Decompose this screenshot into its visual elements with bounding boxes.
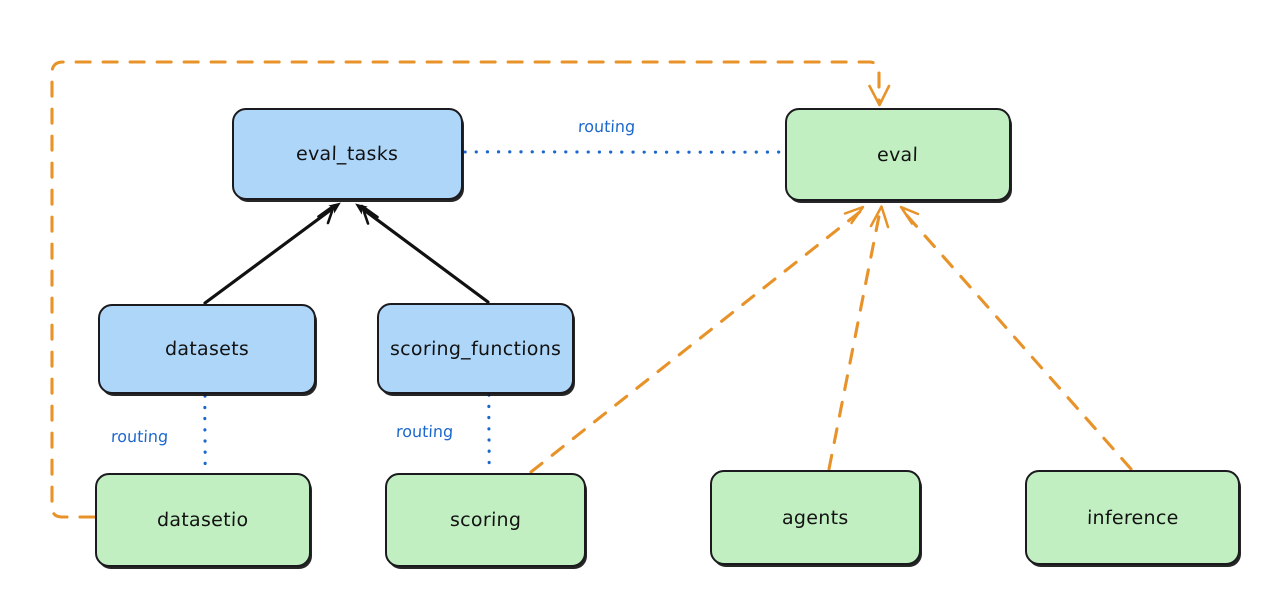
edge-inference-eval	[899, 205, 1133, 471]
edge-label-routing-left: routing	[110, 427, 169, 446]
node-label-agents: agents	[781, 506, 850, 529]
edge-label-routing-middle: routing	[395, 422, 454, 441]
node-label-scoring: scoring	[449, 509, 522, 531]
node-agents[interactable]: agents	[710, 470, 921, 565]
node-scoring-functions[interactable]: scoring_functions	[377, 303, 574, 394]
node-scoring[interactable]: scoring	[385, 473, 586, 567]
edge-agents-eval	[827, 205, 890, 471]
node-label-inference: inference	[1086, 506, 1179, 529]
node-label-eval-tasks: eval_tasks	[296, 143, 399, 165]
edge-label-routing-top: routing	[577, 117, 636, 136]
node-label-scoring-functions: scoring_functions	[389, 337, 562, 360]
node-eval[interactable]: eval	[785, 108, 1011, 201]
node-label-datasets: datasets	[164, 338, 250, 360]
node-inference[interactable]: inference	[1025, 470, 1240, 565]
edge-scoring_functions-eval_tasks	[355, 203, 490, 304]
edge-scoring-eval	[529, 205, 865, 474]
node-datasetio[interactable]: datasetio	[95, 473, 311, 567]
node-label-datasetio: datasetio	[156, 509, 250, 531]
node-datasets[interactable]: datasets	[98, 304, 316, 394]
edge-datasets-eval_tasks	[203, 202, 341, 305]
edge-datasetio-eval	[50, 60, 891, 519]
node-eval-tasks[interactable]: eval_tasks	[232, 108, 463, 200]
node-label-eval: eval	[877, 143, 919, 166]
